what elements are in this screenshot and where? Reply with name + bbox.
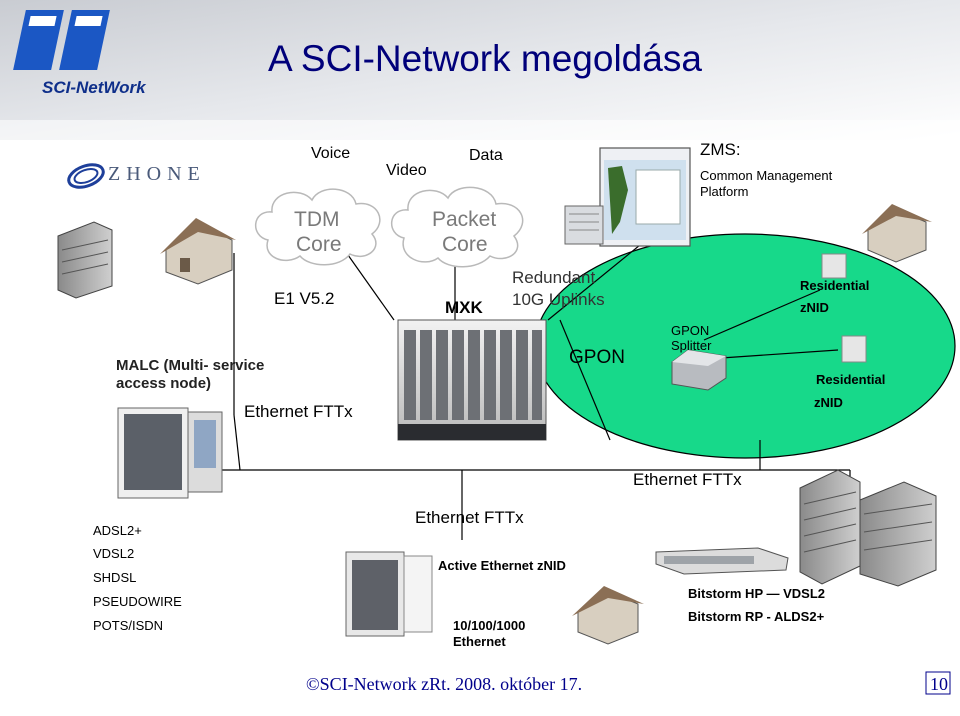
page-number: 10 (930, 674, 948, 694)
active-ethernet-znid-label: Active Ethernet zNID (438, 558, 566, 573)
ethernet-fttx-right: Ethernet FTTx (633, 470, 742, 489)
gpon-label: GPON (569, 347, 625, 368)
voice-label: Voice (311, 145, 351, 162)
e1-v52-label: E1 V5.2 (274, 289, 335, 308)
active-ethernet-cabinet-image (345, 551, 433, 637)
residential-label-top: Residential (800, 278, 870, 293)
zhone-logo-mark (67, 163, 105, 189)
mxk-label: MXK (445, 298, 483, 317)
sci-network-logo-mark (13, 10, 110, 70)
office-building-icon-left (57, 221, 113, 299)
house-icon-bottom (572, 586, 644, 645)
office-building-icon-right (799, 469, 937, 587)
packet-core-label-line1: Packet (432, 208, 497, 231)
znid-device-bottom (841, 335, 867, 363)
malc-cabinet-image (117, 407, 223, 499)
ethernet-speed-label-line1: 10/100/1000 (453, 618, 526, 633)
dsl-item-pseudowire: PSEUDOWIRE (93, 594, 182, 609)
uplinks-label-line1: Redundant (512, 268, 596, 287)
zms-line1: Common Management (700, 168, 833, 183)
bitstorm-hp-label: Bitstorm HP — VDSL2 (688, 586, 826, 601)
bitstorm-device-image (655, 547, 789, 575)
house-icon-right (862, 204, 932, 263)
packet-core-label-line2: Core (442, 233, 488, 256)
video-label: Video (386, 162, 427, 179)
ethernet-fttx-left: Ethernet FTTx (244, 402, 353, 421)
slide-title: A SCI-Network megoldása (268, 38, 702, 79)
zms-monitor-icon (564, 147, 691, 247)
house-icon-left (160, 218, 236, 285)
gpon-coverage-area (534, 233, 956, 459)
ethernet-speed-label-line2: Ethernet (453, 634, 506, 649)
packet-core-cloud (390, 186, 524, 268)
dsl-item-adsl2: ADSL2+ (93, 523, 142, 538)
malc-label-line2: access node) (116, 375, 212, 392)
page-number-box (925, 671, 951, 695)
residential-label-bottom: Residential (816, 372, 886, 387)
dsl-item-shdsl: SHDSL (93, 570, 137, 585)
data-label: Data (469, 147, 503, 164)
mxk-chassis-image (397, 319, 547, 441)
connection-lines (190, 244, 851, 540)
gpon-splitter-image (671, 349, 727, 391)
tdm-core-cloud (254, 188, 381, 266)
tdm-core-label-line2: Core (296, 233, 342, 256)
footer-copyright: ©SCI-Network zRt. 2008. október 17. (306, 674, 583, 694)
znid-label-top: zNID (800, 300, 829, 315)
uplinks-label-line2: 10G Uplinks (512, 290, 605, 309)
znid-device-top (821, 253, 847, 279)
zms-line2: Platform (700, 184, 749, 199)
dsl-item-pots-isdn: POTS/ISDN (93, 618, 164, 633)
zhone-logo: ZHONE (108, 163, 206, 185)
znid-label-bottom: zNID (814, 395, 843, 410)
ethernet-fttx-bottom: Ethernet FTTx (415, 508, 524, 527)
zms-title: ZMS: (700, 140, 741, 159)
header-band (0, 0, 960, 140)
tdm-core-label-line1: TDM (294, 208, 340, 231)
malc-label-line1: MALC (Multi- service (116, 357, 265, 374)
bitstorm-rp-label: Bitstorm RP - ALDS2+ (688, 609, 825, 624)
splitter-label-line1: GPON (671, 323, 710, 338)
sci-network-logo: SCI-NetWork (42, 78, 146, 97)
dsl-item-vdsl2: VDSL2 (93, 546, 135, 561)
splitter-label-line2: Splitter (671, 338, 712, 353)
